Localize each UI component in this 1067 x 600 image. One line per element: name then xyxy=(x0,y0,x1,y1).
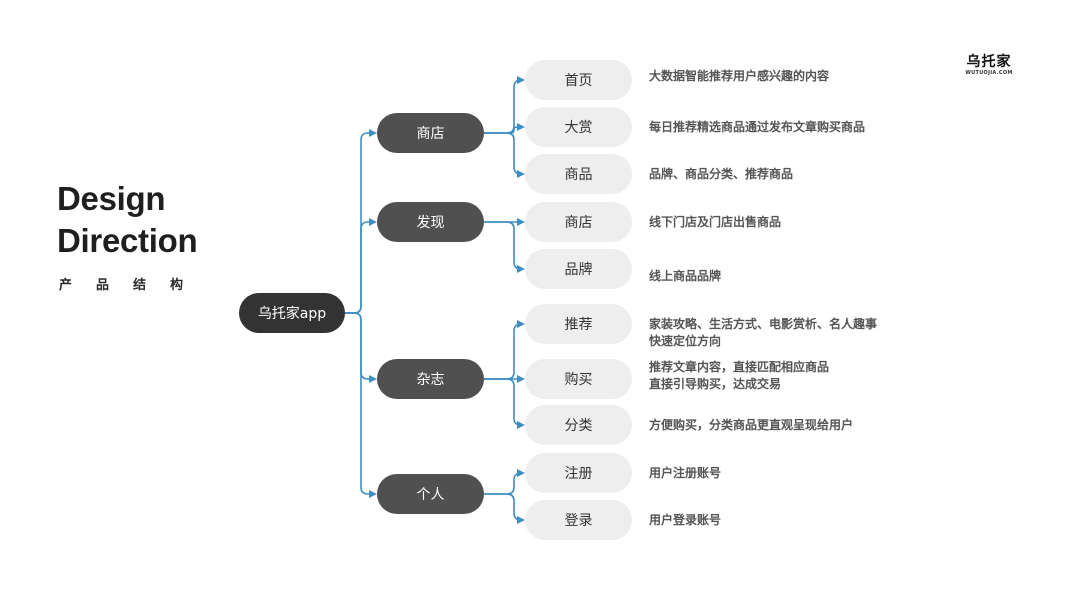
connector-category-0-to-item-0 xyxy=(484,76,525,134)
desc-line: 家装攻略、生活方式、电影赏析、名人趣事 xyxy=(649,317,878,331)
title-line-2: Direction xyxy=(57,222,198,259)
connector-category-0-to-item-2 xyxy=(484,132,525,178)
desc-line: 方便购买，分类商品更直观呈现给用户 xyxy=(649,418,854,432)
desc-line: 用户登录账号 xyxy=(649,513,722,527)
connector-category-2-to-item-0 xyxy=(484,320,525,380)
connector-category-0-to-item-1 xyxy=(484,123,525,134)
sub-node-category: 分类 xyxy=(525,405,632,445)
desc-purchase: 推荐文章内容，直接匹配相应商品 直接引导购买，达成交易 xyxy=(649,359,829,393)
sub-node-home: 首页 xyxy=(525,60,632,100)
category-node-personal: 个人 xyxy=(377,474,484,514)
sub-node-showcase: 大赏 xyxy=(525,107,632,147)
logo-domain: WUTUOJIA.COM xyxy=(965,70,1013,76)
connector-category-3-to-item-0 xyxy=(484,469,525,495)
desc-home: 大数据智能推荐用户感兴趣的内容 xyxy=(649,68,829,85)
connector-root-to-category-3 xyxy=(345,312,377,498)
desc-line: 快速定位方向 xyxy=(649,334,722,348)
desc-line: 用户注册账号 xyxy=(649,466,722,480)
sub-node-store: 商店 xyxy=(525,202,632,242)
desc-store: 线下门店及门店出售商品 xyxy=(649,214,781,231)
logo-wordmark: 乌托家 xyxy=(966,54,1012,70)
desc-brand: 线上商品品牌 xyxy=(649,268,721,285)
connector-category-3-to-item-1 xyxy=(484,493,525,524)
desc-line: 线下门店及门店出售商品 xyxy=(649,215,782,229)
desc-register: 用户注册账号 xyxy=(649,465,721,482)
desc-login: 用户登录账号 xyxy=(649,512,721,529)
desc-line: 大数据智能推荐用户感兴趣的内容 xyxy=(649,69,830,83)
desc-line: 直接引导购买，达成交易 xyxy=(649,377,782,391)
sub-node-register: 注册 xyxy=(525,453,632,493)
desc-line: 每日推荐精选商品通过发布文章购买商品 xyxy=(649,120,866,134)
desc-goods: 品牌、商品分类、推荐商品 xyxy=(649,166,793,183)
title-line-1: Design xyxy=(57,180,166,217)
connector-root-to-category-2 xyxy=(345,312,377,383)
desc-line: 品牌、商品分类、推荐商品 xyxy=(649,167,794,181)
desc-recommend: 家装攻略、生活方式、电影赏析、名人趣事 快速定位方向 xyxy=(649,316,877,350)
page-title: Design Direction xyxy=(57,178,198,262)
category-node-shop: 商店 xyxy=(377,113,484,153)
page-subtitle: 产品结构 xyxy=(59,278,208,293)
category-node-magazine: 杂志 xyxy=(377,359,484,399)
sub-node-login: 登录 xyxy=(525,500,632,540)
root-node: 乌托家app xyxy=(239,293,345,333)
sub-node-brand: 品牌 xyxy=(525,249,632,289)
connector-root-to-category-0 xyxy=(345,129,377,314)
desc-showcase: 每日推荐精选商品通过发布文章购买商品 xyxy=(649,119,865,136)
sub-node-goods: 商品 xyxy=(525,154,632,194)
brand-logo: 乌托家 WUTUOJIA.COM xyxy=(958,54,1020,77)
category-node-discover: 发现 xyxy=(377,202,484,242)
desc-line: 线上商品品牌 xyxy=(649,269,722,283)
connector-root-to-category-1 xyxy=(345,218,377,314)
connector-category-1-to-item-1 xyxy=(484,221,525,273)
desc-category: 方便购买，分类商品更直观呈现给用户 xyxy=(649,417,853,434)
connector-category-2-to-item-2 xyxy=(484,378,525,429)
sub-node-recommend: 推荐 xyxy=(525,304,632,344)
sub-node-purchase: 购买 xyxy=(525,359,632,399)
desc-line: 推荐文章内容，直接匹配相应商品 xyxy=(649,360,830,374)
